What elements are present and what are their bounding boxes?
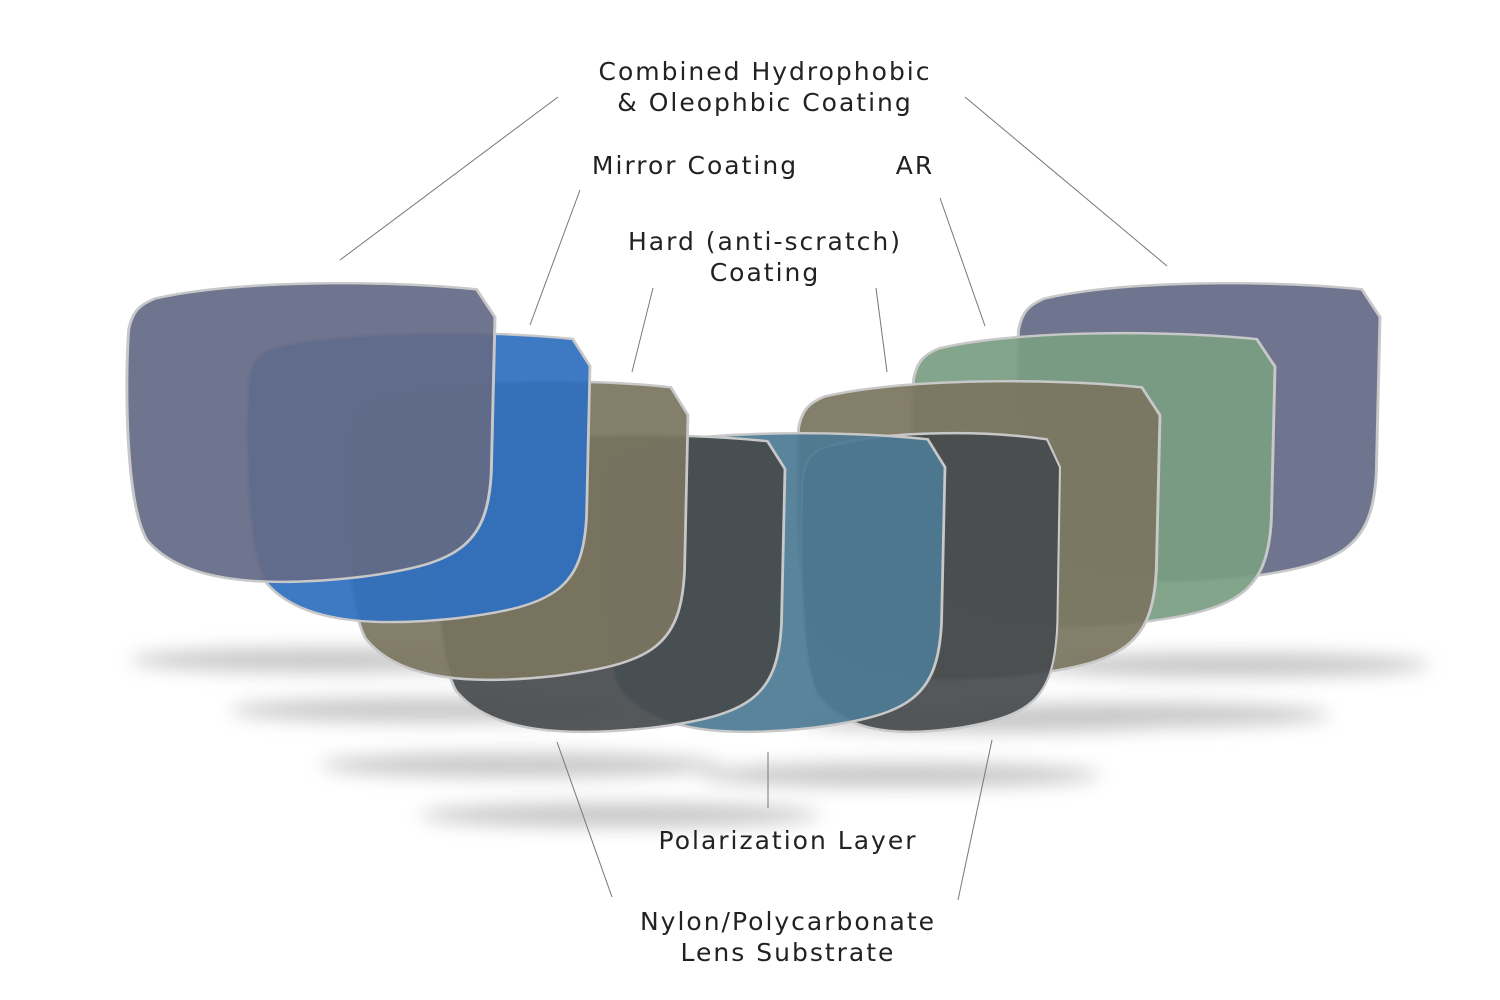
label-ar: AR — [895, 151, 935, 180]
label-line: Combined Hydrophobic — [598, 57, 932, 86]
label-line: Hard (anti-scratch) — [628, 227, 902, 256]
label-line: & Oleophbic Coating — [617, 88, 913, 117]
label-mirror-coating: Mirror Coating — [591, 151, 799, 180]
label-line: Nylon/Polycarbonate — [639, 907, 937, 936]
leader-lines — [339, 96, 1168, 901]
label-hard-coating: Hard (anti-scratch) Coating — [628, 226, 902, 288]
shadows — [130, 648, 1430, 827]
lens-hydrophobic-left — [125, 281, 497, 584]
label-polarization-layer: Polarization Layer — [658, 826, 918, 855]
label-line: Lens Substrate — [680, 938, 896, 967]
label-line: Coating — [709, 258, 821, 287]
label-hydrophobic-coating: Combined Hydrophobic & Oleophbic Coating — [598, 56, 931, 118]
label-lens-substrate: Nylon/Polycarbonate Lens Substrate — [640, 906, 936, 968]
